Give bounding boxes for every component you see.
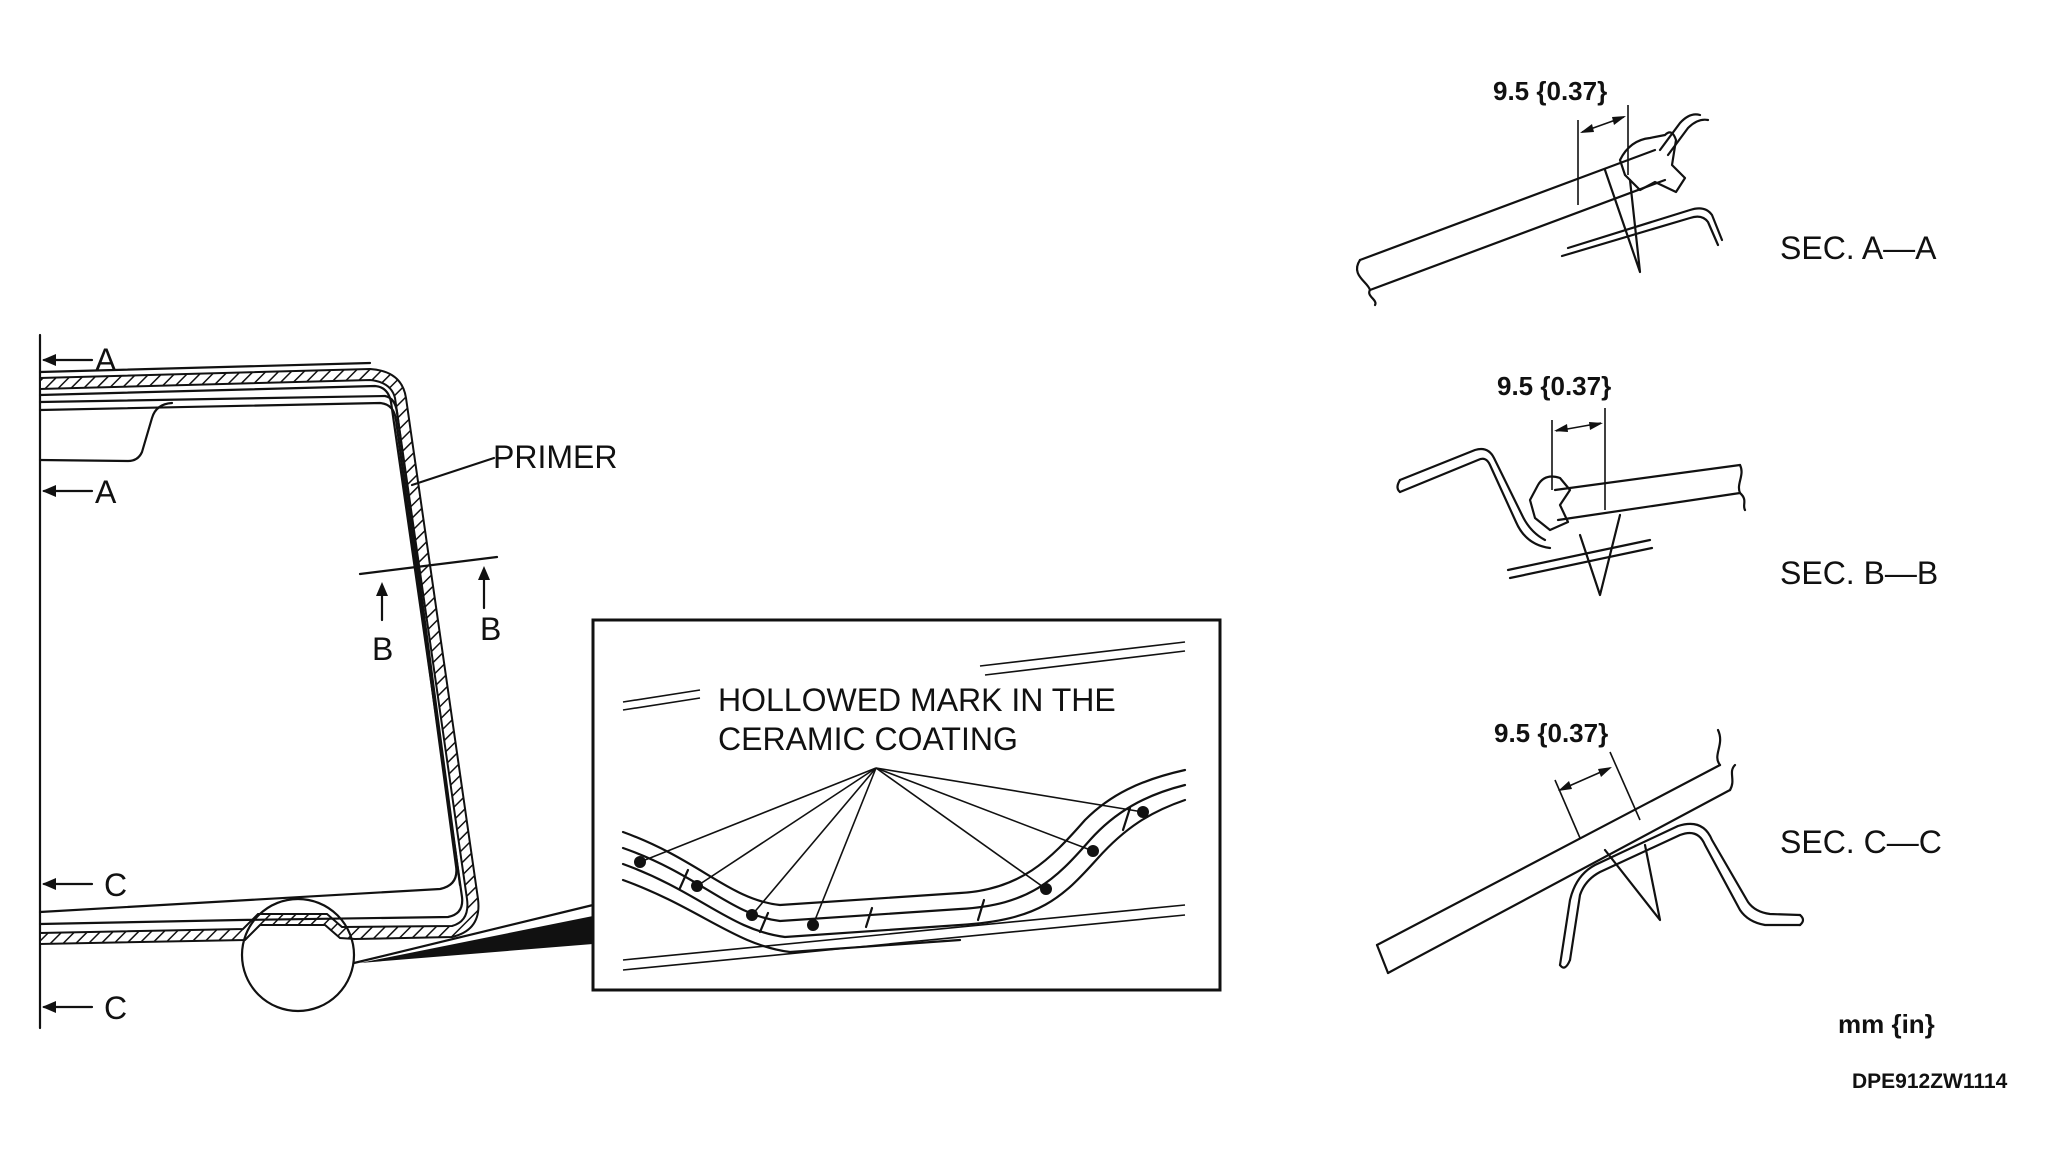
figure-code: DPE912ZW1114 [1852, 1070, 2008, 1093]
windshield-overview: A A B B C C PRIMER [38, 333, 617, 1030]
mirror-notch [38, 401, 174, 463]
hollowed-mark-detail: HOLLOWED MARK IN THE CERAMIC COATING [591, 618, 1222, 992]
hollowed-mark-dots [634, 806, 1149, 931]
hollowed-mark-label-line2: CERAMIC COATING [718, 721, 1018, 757]
units-label: mm {in} [1838, 1009, 1935, 1039]
detail-box-frame [591, 618, 1222, 992]
hollowed-mark-label-line1: HOLLOWED MARK IN THE [718, 682, 1116, 718]
svg-text:B: B [480, 611, 501, 647]
ceramic-boundary [38, 394, 462, 887]
section-b-label: SEC. B—B [1780, 555, 1938, 591]
primer-band [39, 367, 480, 946]
section-a-dimension: 9.5 {0.37} [1493, 76, 1607, 106]
section-a-marker-top: A [42, 342, 117, 378]
top-rail [38, 361, 372, 374]
hollowed-mark-leaders [639, 767, 1144, 926]
section-a-marker-bottom: A [42, 474, 117, 510]
section-c-marker-top: C [42, 867, 127, 903]
section-a-detail: 9.5 {0.37} SEC. A—A [1355, 76, 1937, 307]
svg-text:C: C [104, 867, 127, 903]
detail-callout-wedge [360, 916, 593, 963]
section-b-dimension: 9.5 {0.37} [1497, 371, 1611, 401]
section-a-label: SEC. A—A [1780, 230, 1937, 266]
svg-text:C: C [104, 990, 127, 1026]
section-b-cut-line: B B [358, 555, 501, 667]
glass-edge [38, 384, 464, 926]
section-c-label: SEC. C—C [1780, 824, 1942, 860]
section-c-marker-bottom: C [42, 990, 127, 1026]
section-b-detail: 9.5 {0.37} SEC. B—B [1396, 371, 1938, 597]
section-c-dimension: 9.5 {0.37} [1494, 718, 1608, 748]
primer-leader [410, 456, 496, 487]
section-c-detail: 9.5 {0.37} SEC. C—C [1375, 718, 1942, 975]
view-area-outline [38, 401, 458, 914]
detail-magnifier-circle [240, 897, 356, 1013]
svg-text:A: A [95, 474, 117, 510]
primer-label: PRIMER [493, 439, 617, 475]
svg-text:B: B [372, 631, 393, 667]
svg-text:A: A [95, 342, 117, 378]
